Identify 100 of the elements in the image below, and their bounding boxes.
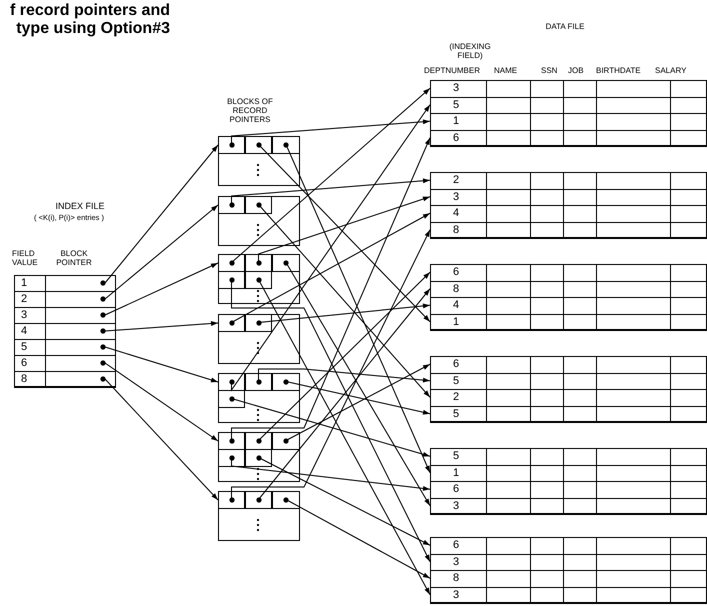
title: f record pointers and type using Option#3 bbox=[8, 2, 170, 38]
pointer-cell bbox=[272, 254, 300, 272]
arrow bbox=[286, 364, 430, 441]
pointer-cell bbox=[245, 196, 272, 214]
data-block bbox=[430, 264, 707, 330]
dept-number: 3 bbox=[453, 556, 460, 568]
label-text: FIELD VALUE bbox=[12, 249, 39, 267]
field-value: 3 bbox=[21, 309, 28, 322]
dept-number: 8 bbox=[453, 572, 460, 585]
field-value: 5 bbox=[21, 341, 28, 354]
pointer-cell bbox=[245, 491, 272, 509]
record-row bbox=[430, 586, 707, 604]
dept-number: 5 bbox=[453, 98, 460, 112]
arrow bbox=[231, 178, 430, 205]
label-text: (INDEXING FIELD) bbox=[448, 42, 492, 60]
pointer-block bbox=[218, 432, 300, 482]
dept-number: 5 bbox=[453, 450, 460, 463]
dept-number: 8 bbox=[453, 282, 460, 296]
record-row bbox=[430, 314, 707, 331]
arrow bbox=[231, 88, 430, 263]
data-block bbox=[430, 172, 707, 238]
arrow bbox=[258, 288, 430, 500]
arrow bbox=[231, 137, 430, 441]
dept-number: 1 bbox=[453, 316, 460, 328]
dept-number: 2 bbox=[453, 174, 460, 187]
pointer-cell bbox=[245, 449, 272, 467]
pointer-cell bbox=[218, 314, 245, 332]
pointer-block bbox=[218, 491, 300, 541]
dept-number: 3 bbox=[453, 500, 460, 512]
arrow bbox=[286, 381, 430, 415]
pointer-cell bbox=[218, 271, 245, 289]
data-block bbox=[430, 537, 707, 603]
label-text: BLOCK POINTER bbox=[55, 249, 93, 267]
record-row bbox=[430, 498, 707, 515]
field-value: 4 bbox=[21, 325, 28, 338]
field-value: 1 bbox=[21, 277, 28, 290]
pointer-cell bbox=[245, 271, 272, 289]
pointer-cell bbox=[245, 254, 272, 272]
arrow bbox=[258, 196, 430, 263]
pointer-block bbox=[218, 314, 300, 364]
arrow bbox=[286, 262, 430, 506]
arrow bbox=[231, 104, 430, 392]
pointer-cell bbox=[272, 136, 300, 154]
arrow bbox=[258, 304, 430, 323]
dept-number: 1 bbox=[453, 466, 460, 480]
field-value: 8 bbox=[21, 373, 28, 386]
arrow bbox=[104, 378, 218, 500]
dept-number: 6 bbox=[453, 266, 460, 279]
label-text: SSN bbox=[541, 66, 558, 75]
dept-number: 1 bbox=[453, 115, 460, 128]
arrow bbox=[104, 362, 218, 442]
pointer-cell bbox=[272, 373, 300, 391]
arrow bbox=[231, 229, 430, 500]
arrow bbox=[231, 212, 430, 323]
label-text: DEPTNUMBER bbox=[424, 66, 482, 75]
label-text: JOB bbox=[568, 66, 585, 75]
pointer-block bbox=[218, 373, 300, 423]
field-value: 6 bbox=[21, 357, 28, 370]
arrow bbox=[104, 262, 218, 316]
arrow bbox=[258, 368, 430, 383]
pointer-cell bbox=[218, 491, 245, 509]
dept-number: 3 bbox=[453, 190, 460, 204]
dept-number: 3 bbox=[453, 588, 460, 602]
dept-number: 8 bbox=[453, 224, 460, 236]
arrow bbox=[258, 144, 430, 322]
pointer-cell bbox=[218, 136, 245, 154]
pointer-block bbox=[218, 136, 300, 186]
arrow bbox=[286, 144, 430, 474]
dept-number: 6 bbox=[453, 358, 460, 371]
arrow bbox=[258, 457, 430, 546]
arrow bbox=[231, 119, 430, 145]
pointer-cell bbox=[272, 491, 300, 509]
data-block bbox=[430, 356, 707, 422]
label-text: NAME bbox=[494, 66, 518, 75]
field-value: 2 bbox=[21, 293, 28, 306]
dept-number: 3 bbox=[453, 82, 460, 95]
arrow bbox=[104, 321, 218, 332]
pointer-cell bbox=[272, 432, 300, 450]
label-text: INDEX FILE bbox=[54, 202, 106, 211]
pointer-cell bbox=[245, 314, 272, 332]
arrow bbox=[104, 144, 218, 284]
pointer-cell bbox=[218, 390, 245, 408]
label-text: BIRTHDATE bbox=[596, 66, 642, 75]
record-row bbox=[430, 130, 707, 147]
data-block bbox=[430, 80, 707, 146]
pointer-cell bbox=[218, 196, 245, 214]
dept-number: 4 bbox=[453, 299, 460, 312]
dept-number: 5 bbox=[453, 408, 460, 420]
index-table bbox=[14, 275, 116, 387]
arrow bbox=[286, 499, 430, 579]
pointer-block bbox=[218, 196, 300, 246]
dept-number: 5 bbox=[453, 374, 460, 388]
pointer-cell bbox=[245, 373, 272, 391]
arrow bbox=[258, 204, 430, 398]
dept-number: 6 bbox=[453, 483, 460, 496]
label-text: BLOCKS OF RECORD POINTERS bbox=[226, 97, 274, 124]
record-row bbox=[430, 406, 707, 423]
dept-number: 4 bbox=[453, 207, 460, 220]
dept-number: 2 bbox=[453, 391, 460, 404]
data-block bbox=[430, 448, 707, 514]
